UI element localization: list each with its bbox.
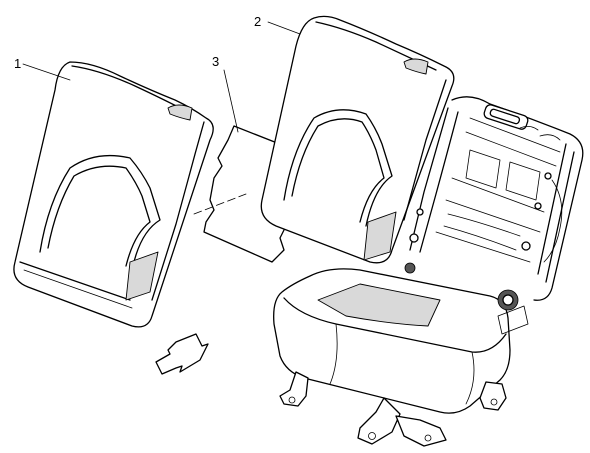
seat-back-frame [409, 96, 584, 301]
leader-line-3 [223, 69, 239, 133]
seat-mounting-brackets [279, 371, 507, 447]
seat-back-cover-part-2 [260, 15, 455, 264]
callout-3: 3 [212, 54, 219, 69]
callout-2: 2 [254, 14, 261, 29]
direction-arrow-icon [155, 333, 209, 375]
assembly-line [193, 193, 247, 215]
leader-line-2 [267, 21, 301, 35]
seat-cushion [273, 262, 529, 414]
callout-1: 1 [14, 56, 21, 71]
seat-back-cover-part-1 [13, 61, 214, 328]
leader-line-1 [22, 63, 71, 81]
